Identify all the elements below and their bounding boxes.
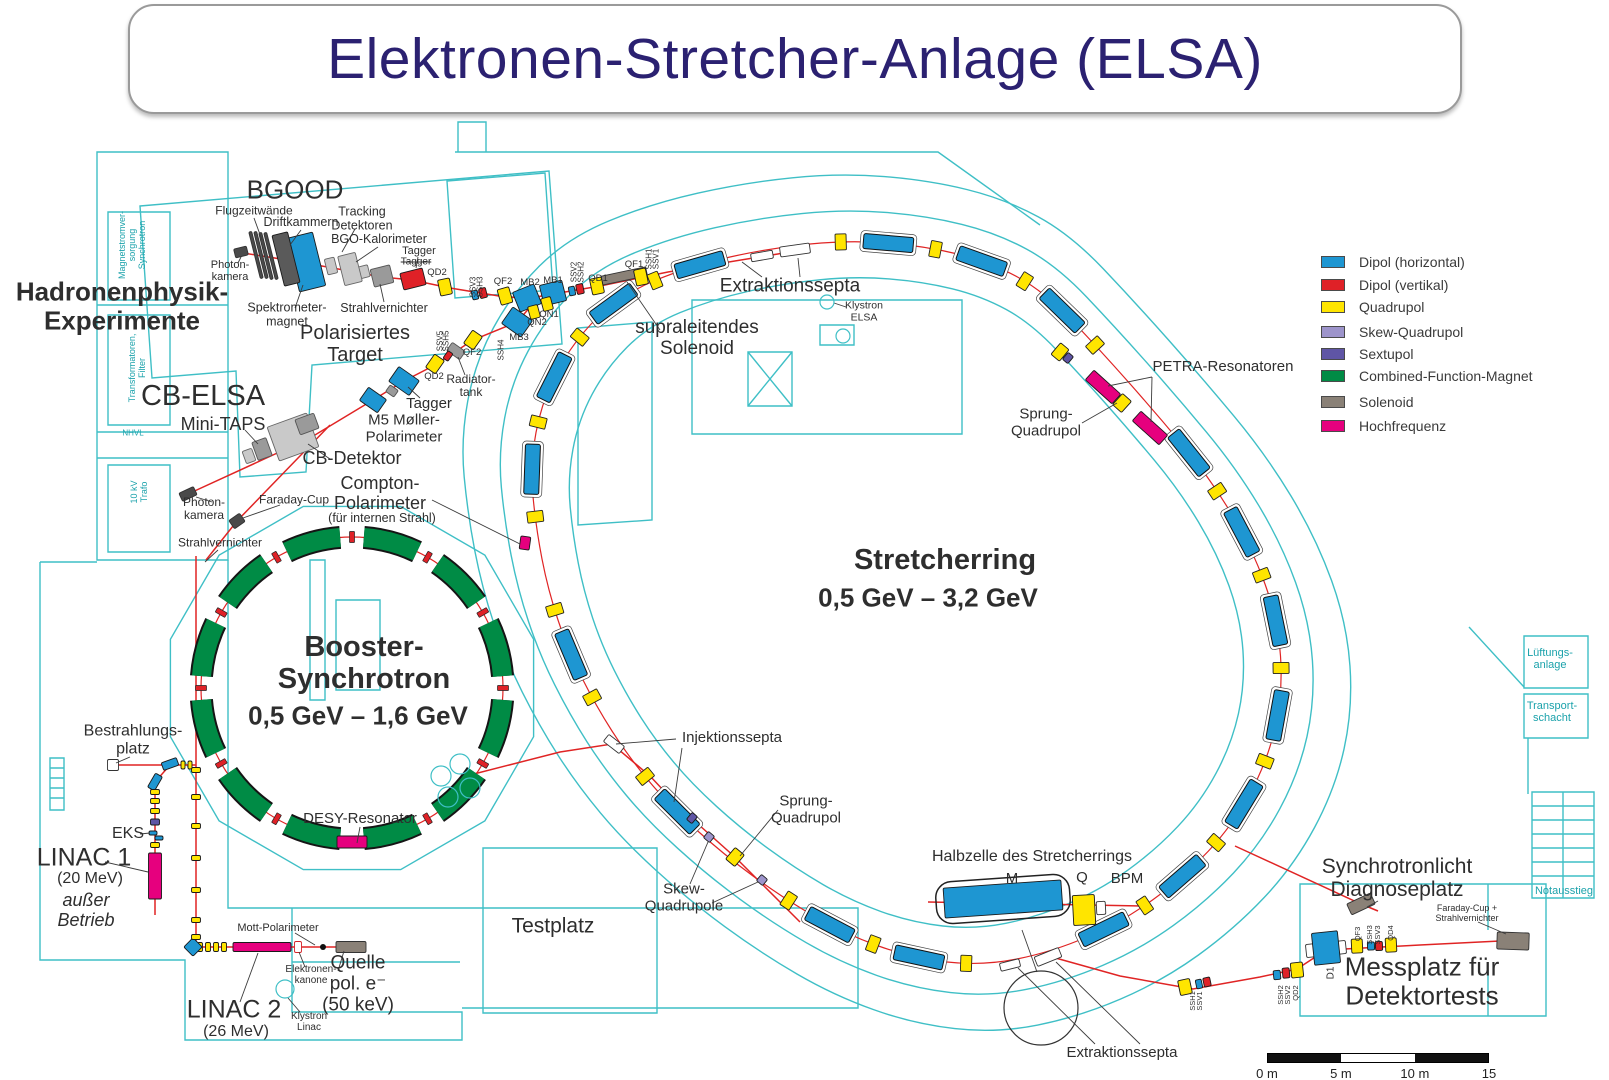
- legend-item-skew: Skew-Quadrupol: [1321, 324, 1463, 340]
- legend-swatch-sext: [1321, 348, 1345, 360]
- legend-item-sol: Solenoid: [1321, 394, 1414, 410]
- scale-tick-15: 15 m: [1481, 1066, 1497, 1080]
- legend-label: Skew-Quadrupol: [1359, 324, 1464, 340]
- legend-item-hf: Hochfrequenz: [1321, 418, 1446, 434]
- legend-swatch-dip_h: [1321, 256, 1345, 268]
- building-walls: [39, 121, 1595, 1041]
- scale-tick-10: 10 m: [1400, 1066, 1430, 1080]
- page-title: Elektronen-Stretcher-Anlage (ELSA): [327, 27, 1263, 91]
- legend-swatch-skew: [1321, 326, 1345, 338]
- legend-label: Hochfrequenz: [1359, 418, 1447, 434]
- scale-bar-ticks: 0 m 5 m 10 m 15 m: [1256, 1063, 1496, 1080]
- scale-bar-segment: [1414, 1054, 1488, 1062]
- scale-bar-ruler: [1267, 1053, 1489, 1063]
- beamlines: [113, 241, 1501, 990]
- scale-bar: 0 m 5 m 10 m 15 m: [1256, 1053, 1496, 1080]
- legend-swatch-quad: [1321, 301, 1345, 313]
- title-banner: Elektronen-Stretcher-Anlage (ELSA): [128, 4, 1462, 114]
- legend-label: Dipol (vertikal): [1359, 277, 1449, 293]
- misc-circles: [275, 294, 1079, 1046]
- legend-item-sext: Sextupol: [1321, 346, 1413, 362]
- legend-label: Quadrupol: [1359, 299, 1425, 315]
- legend-swatch-dip_v: [1321, 279, 1345, 291]
- legend-item-dip_v: Dipol (vertikal): [1321, 277, 1448, 293]
- legend-swatch-sol: [1321, 396, 1345, 408]
- scale-tick-0: 0 m: [1256, 1066, 1278, 1080]
- legend-label: Combined-Function-Magnet: [1359, 368, 1533, 384]
- scale-bar-segment: [1341, 1054, 1415, 1062]
- legend-label: Solenoid: [1359, 394, 1414, 410]
- label-pointer-lines: [104, 217, 1507, 1045]
- legend-swatch-hf: [1321, 420, 1345, 432]
- legend-item-cfm: Combined-Function-Magnet: [1321, 368, 1533, 384]
- legend-swatch-cfm: [1321, 370, 1345, 382]
- stretcherring-magnets: [520, 230, 1293, 974]
- legend-label: Sextupol: [1359, 346, 1414, 362]
- scale-bar-segment: [1268, 1054, 1342, 1062]
- legend-item-dip_h: Dipol (horizontal): [1321, 254, 1465, 270]
- scale-tick-5: 5 m: [1330, 1066, 1352, 1080]
- legend-label: Dipol (horizontal): [1359, 254, 1465, 270]
- legend-item-quad: Quadrupol: [1321, 299, 1424, 315]
- beamline-devices: [107, 231, 1530, 996]
